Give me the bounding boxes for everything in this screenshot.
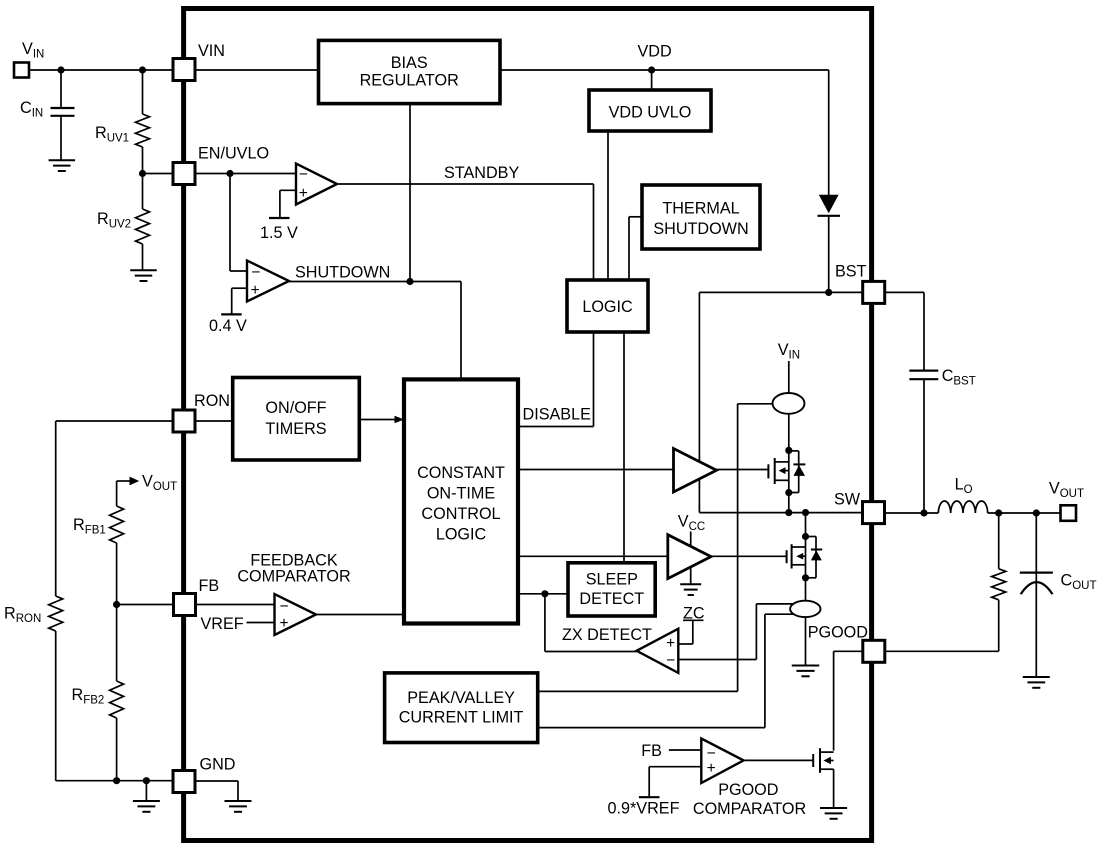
svg-text:VIN: VIN <box>778 341 800 362</box>
svg-text:RON: RON <box>194 392 230 410</box>
svg-text:LOGIC: LOGIC <box>436 526 487 544</box>
svg-text:ON-TIME: ON-TIME <box>427 485 496 503</box>
svg-text:−: − <box>666 652 675 669</box>
svg-text:BIAS: BIAS <box>391 54 428 72</box>
svg-text:STANDBY: STANDBY <box>444 164 519 182</box>
svg-text:VIN: VIN <box>22 40 44 61</box>
svg-text:CONTROL: CONTROL <box>421 505 500 523</box>
svg-text:VCC: VCC <box>678 513 705 534</box>
svg-text:CURRENT LIMIT: CURRENT LIMIT <box>399 709 524 727</box>
svg-text:DISABLE: DISABLE <box>523 406 592 424</box>
svg-text:TIMERS: TIMERS <box>265 420 326 438</box>
svg-text:−: − <box>707 745 716 762</box>
svg-text:FB: FB <box>199 577 220 595</box>
svg-text:+: + <box>279 615 288 632</box>
svg-text:0.9*VREF: 0.9*VREF <box>608 800 680 818</box>
svg-text:−: − <box>299 166 308 183</box>
svg-text:SHUTDOWN: SHUTDOWN <box>653 220 748 238</box>
svg-text:1.5 V: 1.5 V <box>260 224 298 242</box>
svg-text:−: − <box>251 264 260 281</box>
svg-text:+: + <box>251 282 260 299</box>
svg-text:+: + <box>707 760 716 777</box>
svg-text:CONSTANT: CONSTANT <box>417 464 505 482</box>
svg-text:ZC: ZC <box>683 605 705 623</box>
svg-text:CBST: CBST <box>942 367 976 388</box>
svg-text:SLEEP: SLEEP <box>586 570 638 588</box>
svg-text:GND: GND <box>200 756 236 774</box>
svg-text:RRON: RRON <box>4 605 41 626</box>
svg-text:DETECT: DETECT <box>579 590 644 608</box>
svg-text:VOUT: VOUT <box>1049 480 1084 501</box>
svg-text:0.4 V: 0.4 V <box>209 317 247 335</box>
svg-text:VDD UVLO: VDD UVLO <box>609 103 692 121</box>
svg-text:CIN: CIN <box>20 99 43 120</box>
svg-text:REGULATOR: REGULATOR <box>360 72 459 90</box>
svg-text:SW: SW <box>834 491 861 509</box>
svg-text:RUV2: RUV2 <box>97 210 131 231</box>
svg-text:PGOOD: PGOOD <box>808 624 868 642</box>
svg-text:COMPARATOR: COMPARATOR <box>693 800 806 818</box>
svg-text:COMPARATOR: COMPARATOR <box>237 568 350 586</box>
svg-text:RUV1: RUV1 <box>95 124 129 145</box>
svg-text:VIN: VIN <box>198 42 225 60</box>
svg-text:COUT: COUT <box>1061 572 1097 593</box>
svg-text:EN/UVLO: EN/UVLO <box>198 145 269 163</box>
svg-text:+: + <box>299 185 308 202</box>
svg-text:PEAK/VALLEY: PEAK/VALLEY <box>407 689 515 707</box>
svg-text:VOUT: VOUT <box>142 473 177 494</box>
svg-text:SHUTDOWN: SHUTDOWN <box>295 264 390 282</box>
svg-text:FEEDBACK: FEEDBACK <box>250 552 337 570</box>
svg-text:FB: FB <box>641 742 662 760</box>
svg-text:LO: LO <box>955 476 973 497</box>
svg-text:LOGIC: LOGIC <box>582 298 633 316</box>
svg-text:VDD: VDD <box>638 43 672 61</box>
svg-text:RFB1: RFB1 <box>73 516 106 537</box>
svg-text:ZX DETECT: ZX DETECT <box>562 626 652 644</box>
svg-text:+: + <box>666 635 675 652</box>
svg-text:VREF: VREF <box>201 615 244 633</box>
svg-text:−: − <box>279 598 288 615</box>
svg-text:ON/OFF: ON/OFF <box>265 399 326 417</box>
svg-text:BST: BST <box>835 263 867 281</box>
svg-text:PGOOD: PGOOD <box>718 781 778 799</box>
svg-text:THERMAL: THERMAL <box>662 200 739 218</box>
svg-text:RFB2: RFB2 <box>72 686 105 707</box>
